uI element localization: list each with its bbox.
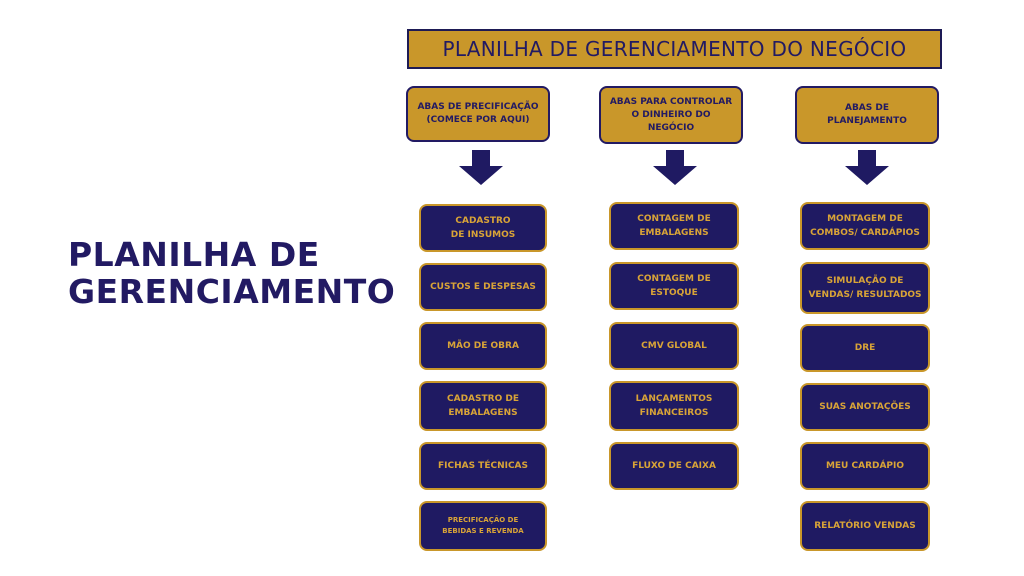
tab-precificacao-bebidas: PRECIFICAÇÃO DE BEBIDAS E REVENDA (419, 501, 547, 551)
down-arrow-icon (653, 150, 697, 185)
side-title-line-2: GERENCIAMENTO (68, 272, 396, 311)
tab-meu-cardapio: MEU CARDÁPIO (800, 442, 930, 490)
tab-suas-anotacoes: SUAS ANOTAÇÕES (800, 383, 930, 431)
tab-lancamentos-financeiros: LANÇAMENTOS FINANCEIROS (609, 381, 739, 431)
column-header-planejamento: ABAS DE PLANEJAMENTO (795, 86, 939, 144)
tab-simulacao-vendas: SIMULAÇÃO DE VENDAS/ RESULTADOS (800, 262, 930, 314)
tab-cadastro-embalagens: CADASTRO DE EMBALAGENS (419, 381, 547, 431)
tab-cmv-global: CMV GLOBAL (609, 322, 739, 370)
tab-relatorio-vendas: RELATÓRIO VENDAS (800, 501, 930, 551)
down-arrow-icon (845, 150, 889, 185)
side-title-line-1: PLANILHA DE (68, 235, 320, 274)
tab-fichas-tecnicas: FICHAS TÉCNICAS (419, 442, 547, 490)
tab-cadastro-insumos: CADASTRO DE INSUMOS (419, 204, 547, 252)
tab-montagem-combos: MONTAGEM DE COMBOS/ CARDÁPIOS (800, 202, 930, 250)
tab-mao-de-obra: MÃO DE OBRA (419, 322, 547, 370)
down-arrow-icon (459, 150, 503, 185)
tab-contagem-estoque: CONTAGEM DE ESTOQUE (609, 262, 739, 310)
column-header-precificacao: ABAS DE PRECIFICAÇÃO (COMECE POR AQUI) (406, 86, 550, 142)
column-header-dinheiro: ABAS PARA CONTROLAR O DINHEIRO DO NEGÓCI… (599, 86, 743, 144)
tab-dre: DRE (800, 324, 930, 372)
diagram-title-banner: PLANILHA DE GERENCIAMENTO DO NEGÓCIO (407, 29, 942, 69)
tab-contagem-embalagens: CONTAGEM DE EMBALAGENS (609, 202, 739, 250)
side-title: PLANILHA DE GERENCIAMENTO (68, 236, 395, 310)
tab-fluxo-de-caixa: FLUXO DE CAIXA (609, 442, 739, 490)
tab-custos-despesas: CUSTOS E DESPESAS (419, 263, 547, 311)
